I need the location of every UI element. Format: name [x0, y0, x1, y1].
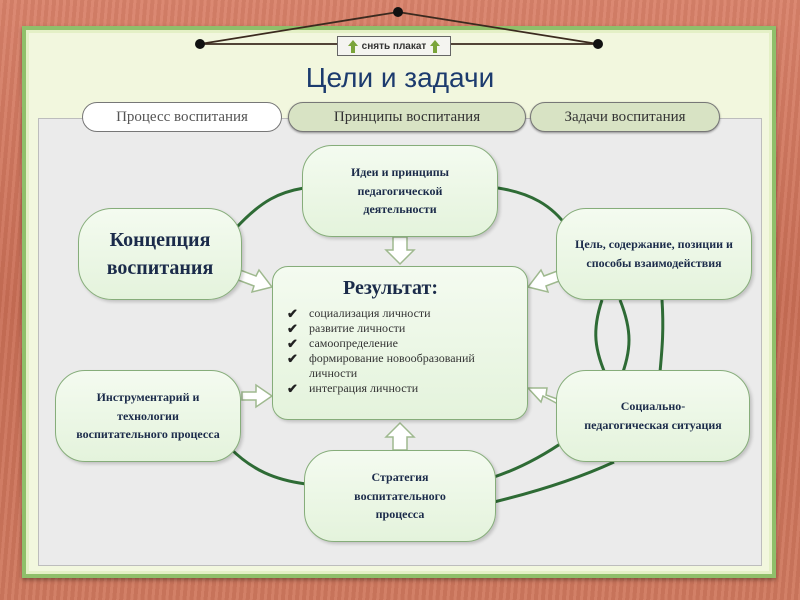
node-strategy-label: Стратегия воспитательного процесса	[354, 470, 446, 522]
result-item: ✔интеграция личности	[287, 381, 419, 396]
result-item: ✔развитие личности	[287, 321, 406, 336]
remove-poster-label: снять плакат	[361, 40, 427, 52]
arrow-instr-result	[241, 383, 274, 409]
connector-social-strat-b	[493, 460, 615, 504]
connector-goal-social-c	[658, 299, 665, 373]
result-item: ✔социализация личности	[287, 306, 431, 321]
check-icon: ✔	[287, 306, 298, 321]
node-instruments: Инструментарий и технологии воспитательн…	[55, 370, 241, 462]
arrow-social-result	[526, 387, 562, 406]
node-concept-label: Концепция воспитания	[106, 229, 214, 279]
connector-concept-ideas	[234, 186, 305, 230]
arrow-up-icon	[430, 39, 441, 53]
tab-process[interactable]: Процесс воспитания	[82, 102, 282, 132]
result-item: ✔самоопределение	[287, 336, 398, 351]
check-icon: ✔	[287, 381, 298, 396]
connector-instr-strat	[228, 446, 307, 486]
connector-ideas-goal	[497, 186, 570, 229]
tab-tasks[interactable]: Задачи воспитания	[530, 102, 720, 132]
node-goal-content: Цель, содержание, позиции и способы взаи…	[556, 208, 752, 300]
arrow-ideas-result	[384, 236, 416, 266]
remove-poster-button[interactable]: снять плакат	[337, 36, 451, 56]
node-goal-label: Цель, содержание, позиции и способы взаи…	[575, 237, 733, 270]
node-instruments-label: Инструментарий и технологии воспитательн…	[76, 390, 220, 442]
check-icon: ✔	[287, 336, 298, 351]
check-icon: ✔	[287, 351, 298, 366]
arrow-concept-result	[237, 268, 274, 294]
tab-principles[interactable]: Принципы воспитания	[288, 102, 526, 132]
node-ideas-principles: Идеи и принципы педагогической деятельно…	[302, 145, 498, 237]
node-concept: Концепция воспитания	[78, 208, 242, 300]
arrow-strat-result	[384, 421, 416, 451]
result-title: Результат:	[343, 277, 439, 299]
node-social-label: Социально-педагогическая ситуация	[584, 399, 722, 432]
node-result: Результат: ✔социализация личности ✔разви…	[272, 266, 528, 420]
connector-social-strat	[493, 438, 567, 479]
node-social-situation: Социально-педагогическая ситуация	[556, 370, 750, 462]
page-title: Цели и задачи	[305, 62, 495, 93]
check-icon: ✔	[287, 321, 298, 336]
node-ideas-label: Идеи и принципы педагогической деятельно…	[350, 165, 450, 217]
result-item: ✔формирование новообразований личности	[287, 351, 475, 380]
node-strategy: Стратегия воспитательного процесса	[304, 450, 496, 542]
result-list: ✔социализация личности ✔развитие личност…	[287, 306, 527, 396]
connector-goal-social-b	[618, 299, 631, 381]
arrow-up-icon	[347, 39, 358, 53]
connector-goal-social	[594, 299, 610, 381]
